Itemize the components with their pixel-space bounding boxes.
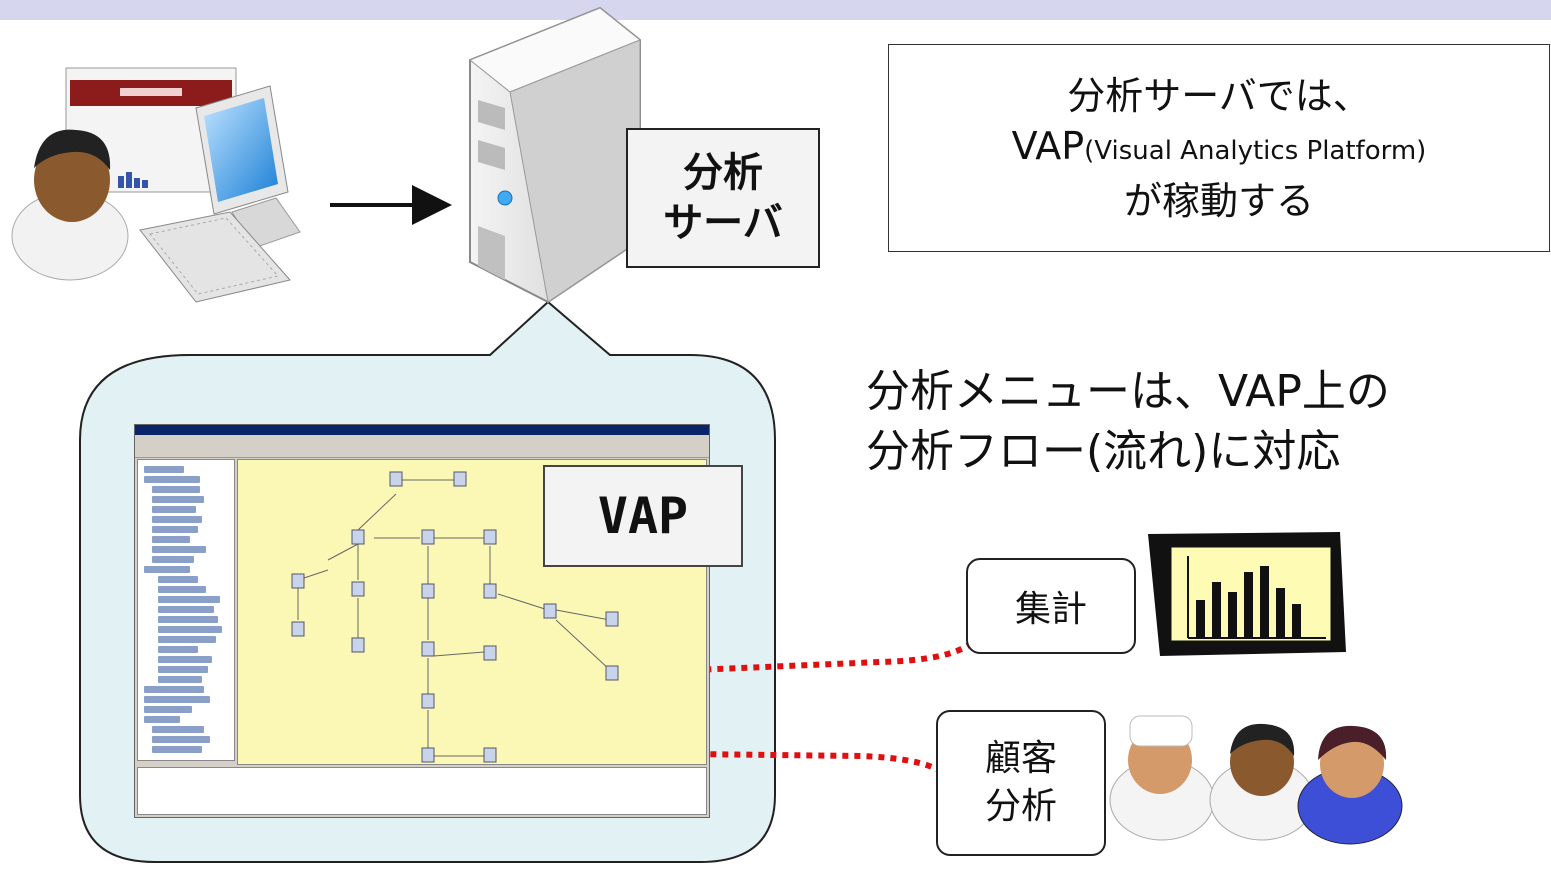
description-line1: 分析サーバでは、 [1067, 73, 1371, 118]
server-tower-icon [469, 6, 641, 304]
vap-flow-graph [291, 471, 619, 763]
vap-titlebar [135, 425, 709, 435]
description-vap: VAP [1011, 123, 1085, 168]
server-label-line2: サーバ [663, 200, 783, 246]
server-label-line1: 分析 [683, 150, 763, 196]
aggregate-menu-label: 集計 [1014, 589, 1087, 630]
description-vap-fullname: (Visual Analytics Platform) [1084, 135, 1427, 166]
customer-analysis-menu: 顧客 分析 [936, 710, 1106, 856]
customer-menu-line2: 分析 [984, 786, 1057, 827]
customers-group-icon [1109, 715, 1403, 845]
menu-explanation: 分析メニューは、VAP上の 分析フロー(流れ)に対応 [866, 362, 1506, 482]
menu-explanation-line2: 分析フロー(流れ)に対応 [866, 426, 1341, 477]
vap-tree-panel [137, 459, 235, 761]
top-bar [0, 0, 1551, 20]
vap-message-panel [137, 767, 707, 815]
user-at-computer-icon [11, 85, 301, 303]
description-line3: が稼動する [1123, 178, 1314, 223]
vap-toolbar [135, 445, 709, 458]
menu-explanation-line1: 分析メニューは、VAP上の [866, 366, 1390, 417]
aggregate-menu: 集計 [966, 558, 1136, 654]
vap-label: VAP [543, 465, 743, 567]
bar-chart-icon [1148, 532, 1346, 656]
vap-app-screenshot [134, 424, 710, 818]
customer-link-arrow [471, 721, 944, 782]
server-label: 分析 サーバ [626, 128, 820, 268]
customer-menu-line1: 顧客 [984, 738, 1057, 779]
vap-menubar [135, 435, 709, 445]
server-description-box: 分析サーバでは、 VAP(Visual Analytics Platform) … [888, 44, 1550, 252]
description-line2: VAP(Visual Analytics Platform) [1012, 121, 1427, 176]
